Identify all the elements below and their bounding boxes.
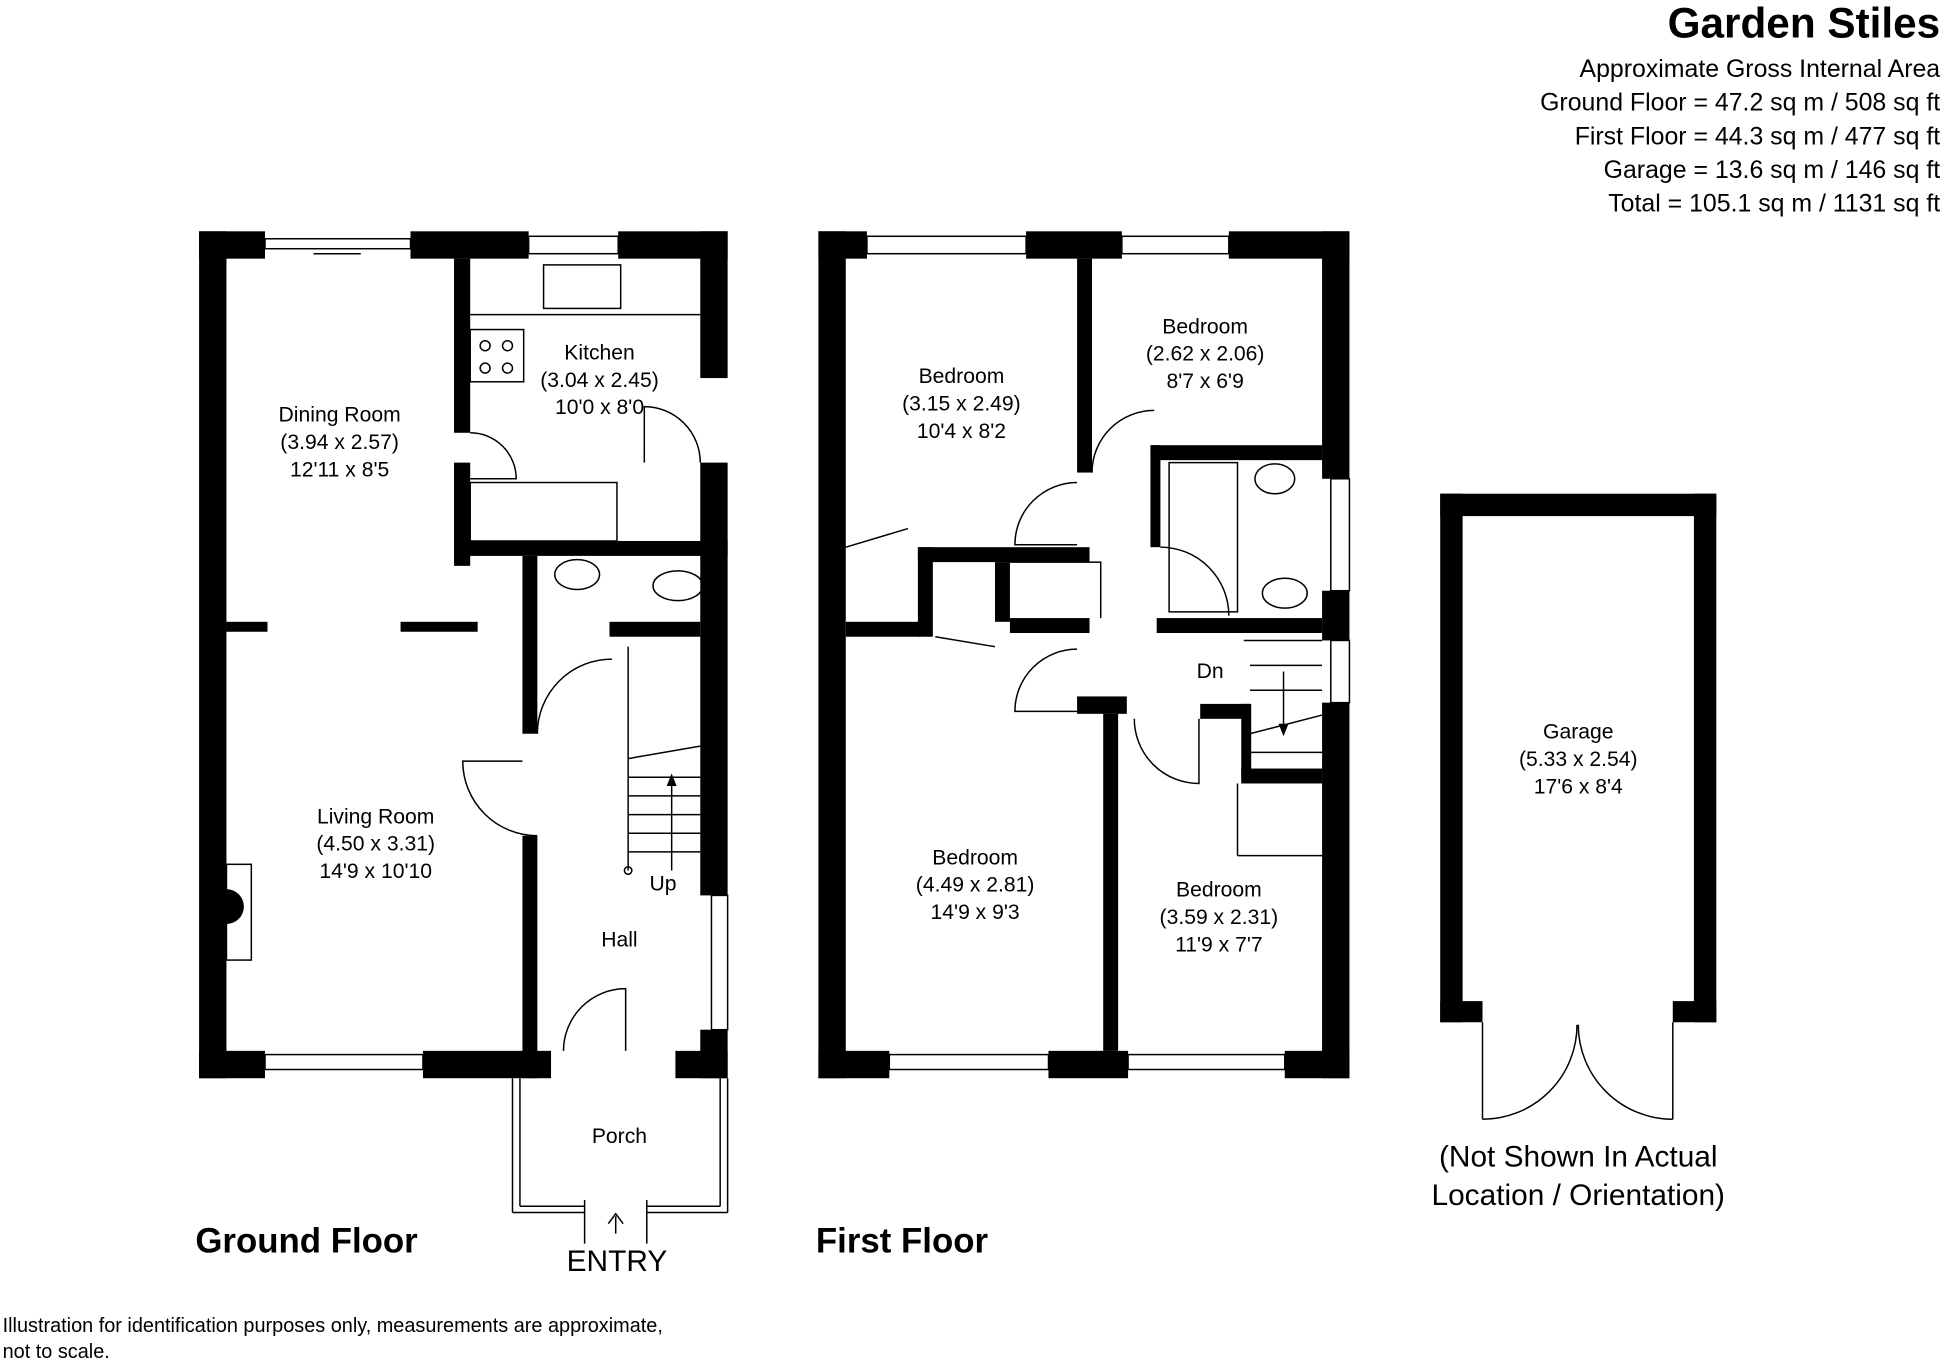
kitchen-metric: (3.04 x 2.45) xyxy=(540,369,659,392)
bedroom3-imperial: 14'9 x 9'3 xyxy=(931,901,1020,924)
bedroom1-name: Bedroom xyxy=(919,365,1005,388)
area-garage: Garage = 13.6 sq m / 146 sq ft xyxy=(1604,156,1941,184)
area-subtitle: Approximate Gross Internal Area xyxy=(1580,55,1941,83)
disclaimer-line2: not to scale. xyxy=(3,1341,110,1363)
bedroom2-metric: (2.62 x 2.06) xyxy=(1146,343,1265,366)
stairs-up-label: Up xyxy=(649,872,676,895)
living-room-metric: (4.50 x 3.31) xyxy=(316,833,435,856)
entry-label: ENTRY xyxy=(567,1245,668,1278)
bedroom1-imperial: 10'4 x 8'2 xyxy=(917,420,1006,443)
bedroom4-name: Bedroom xyxy=(1176,879,1262,902)
garage-imperial: 17'6 x 8'4 xyxy=(1534,775,1623,798)
first-floor-plan: Bedroom (3.15 x 2.49) 10'4 x 8'2 Bedroom… xyxy=(816,231,1351,1260)
garage-note-line1: (Not Shown In Actual xyxy=(1439,1141,1718,1174)
stairs-down-label: Dn xyxy=(1197,660,1224,683)
garage-metric: (5.33 x 2.54) xyxy=(1519,748,1638,771)
ground-floor-plan: Dining Room (3.94 x 2.57) 12'11 x 8'5 Ki… xyxy=(195,231,729,1278)
porch-name: Porch xyxy=(592,1125,647,1148)
living-room-imperial: 14'9 x 10'10 xyxy=(319,860,432,883)
dining-room-metric: (3.94 x 2.57) xyxy=(280,431,399,454)
bedroom4-imperial: 11'9 x 7'7 xyxy=(1175,933,1263,956)
kitchen-imperial: 10'0 x 8'0 xyxy=(555,396,644,419)
bedroom3-name: Bedroom xyxy=(932,846,1018,869)
dining-room-imperial: 12'11 x 8'5 xyxy=(290,458,389,481)
disclaimer-line1: Illustration for identification purposes… xyxy=(3,1315,663,1337)
area-ground: Ground Floor = 47.2 sq m / 508 sq ft xyxy=(1540,89,1940,117)
area-total: Total = 105.1 sq m / 1131 sq ft xyxy=(1608,189,1940,217)
dining-room-name: Dining Room xyxy=(279,404,401,427)
first-floor-label: First Floor xyxy=(816,1221,989,1260)
garage-name: Garage xyxy=(1543,721,1613,744)
garage-plan: Garage (5.33 x 2.54) 17'6 x 8'4 (Not Sho… xyxy=(1432,493,1725,1212)
garage-note-line2: Location / Orientation) xyxy=(1432,1179,1725,1212)
plan-title: Garden Stiles xyxy=(1668,0,1940,46)
bedroom3-metric: (4.49 x 2.81) xyxy=(916,874,1035,897)
ground-floor-label: Ground Floor xyxy=(195,1221,418,1260)
hall-name: Hall xyxy=(601,928,637,951)
kitchen-name: Kitchen xyxy=(564,341,634,364)
living-room-name: Living Room xyxy=(317,805,434,828)
bedroom2-imperial: 8'7 x 6'9 xyxy=(1166,370,1243,393)
bedroom1-metric: (3.15 x 2.49) xyxy=(902,392,1021,415)
bedroom4-metric: (3.59 x 2.31) xyxy=(1160,906,1279,929)
bedroom2-name: Bedroom xyxy=(1162,315,1248,338)
area-first: First Floor = 44.3 sq m / 477 sq ft xyxy=(1575,122,1941,150)
